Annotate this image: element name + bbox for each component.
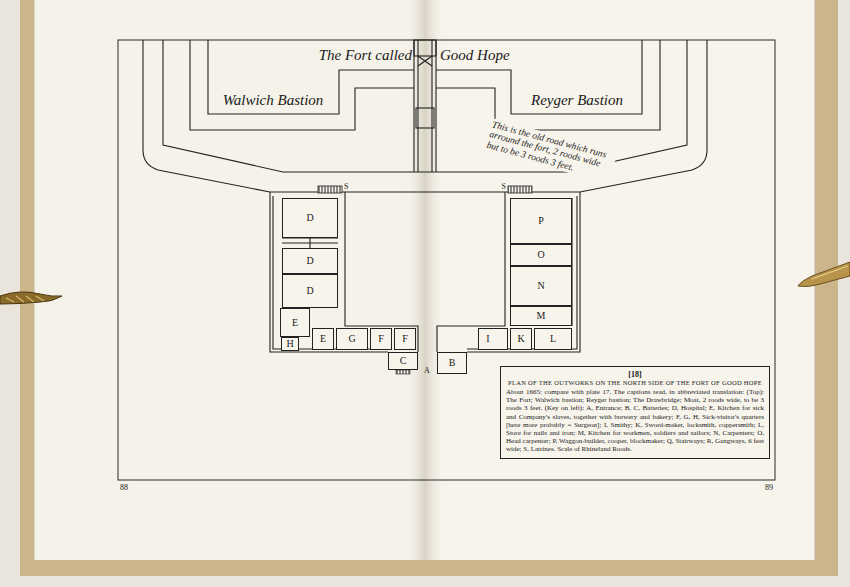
- book: [425, 0, 815, 560]
- page-number: 88: [120, 484, 128, 493]
- room-box: C: [388, 352, 418, 370]
- book: [20, 0, 838, 576]
- room-box: O: [510, 244, 572, 266]
- room-letter: F: [402, 334, 408, 344]
- room-box: N: [510, 266, 572, 306]
- room-letter: G: [348, 334, 355, 344]
- bastion-name: Reyger Bastion: [531, 92, 623, 109]
- room-box: F: [370, 328, 392, 350]
- bookmark-right: [798, 262, 850, 287]
- room-letter: E: [320, 334, 326, 344]
- room-box: D: [282, 274, 338, 308]
- bookmark-left: [6, 296, 44, 302]
- callout-letter: S: [344, 183, 348, 192]
- room-box: B: [437, 352, 467, 374]
- room-box: D: [282, 198, 338, 238]
- book: [405, 0, 445, 560]
- room-letter: D: [306, 286, 313, 296]
- building-walls: [282, 238, 338, 248]
- fort-outline: [414, 40, 436, 56]
- room-letter: N: [537, 281, 544, 291]
- room-letter: O: [537, 250, 544, 260]
- room-letter: D: [306, 213, 313, 223]
- latrine-hatch: [396, 370, 410, 374]
- room-box: E: [312, 328, 334, 350]
- plate-frame: [118, 40, 775, 480]
- building-walls: [270, 192, 580, 352]
- bastion-name: Walwich Bastion: [223, 92, 324, 109]
- latrine-hatch: [318, 186, 342, 193]
- page-number: 89: [765, 484, 773, 493]
- fort-outline: [414, 40, 436, 172]
- bookmark-left: [0, 292, 62, 304]
- room-letter: K: [517, 334, 524, 344]
- fort-title: The Fort called: [319, 47, 412, 64]
- bookmark-right: [812, 266, 848, 279]
- caption-body: About 1665: compare with plate 17. The c…: [506, 388, 764, 454]
- caption-heading: PLAN OF THE OUTWORKS ON THE NORTH SIDE O…: [506, 379, 764, 387]
- callout-letter: S: [502, 183, 506, 192]
- room-box: F: [394, 328, 416, 350]
- room-box: D: [282, 248, 338, 274]
- room-letter: M: [537, 311, 546, 321]
- bookmark-left: [0, 292, 62, 304]
- plate-frame: [118, 40, 775, 480]
- plate-number: [18]: [506, 370, 764, 379]
- fort-outline: [418, 40, 432, 172]
- fort-outline: [416, 108, 434, 128]
- book: [34, 0, 35, 560]
- fort-outline: [143, 40, 707, 192]
- room-letter: D: [306, 256, 313, 266]
- building-walls: [467, 192, 580, 352]
- room-box: P: [510, 198, 572, 244]
- latrine-hatch: [318, 186, 532, 374]
- room-letter: F: [378, 334, 384, 344]
- room-box: L: [534, 328, 572, 350]
- fort-outline: [436, 40, 660, 130]
- caption-box: [18]PLAN OF THE OUTWORKS ON THE NORTH SI…: [500, 366, 770, 459]
- bookmark-right: [798, 262, 850, 287]
- road-note: This is the old road which runs arround …: [483, 118, 617, 184]
- room-letter: I: [486, 334, 489, 344]
- latrine-hatch: [508, 186, 532, 193]
- room-letter: H: [286, 339, 293, 349]
- fort-outline: [143, 40, 707, 192]
- fort-outline: [208, 40, 414, 114]
- fort-outline: [436, 40, 642, 114]
- room-letter: L: [550, 334, 556, 344]
- room-box: M: [510, 306, 572, 326]
- room-box: G: [336, 328, 368, 350]
- fort-title: Good Hope: [440, 47, 510, 64]
- room-box: I: [478, 328, 508, 350]
- room-box: K: [510, 328, 532, 350]
- fort-outline: [190, 40, 414, 130]
- room-letter: B: [449, 358, 456, 368]
- callout-letter: A: [424, 367, 430, 376]
- room-box: H: [281, 337, 299, 351]
- fort-outline: [418, 56, 432, 66]
- book: [34, 0, 426, 560]
- room-box: E: [280, 308, 310, 337]
- room-letter: C: [400, 356, 407, 366]
- room-letter: P: [538, 216, 544, 226]
- room-letter: E: [292, 318, 298, 328]
